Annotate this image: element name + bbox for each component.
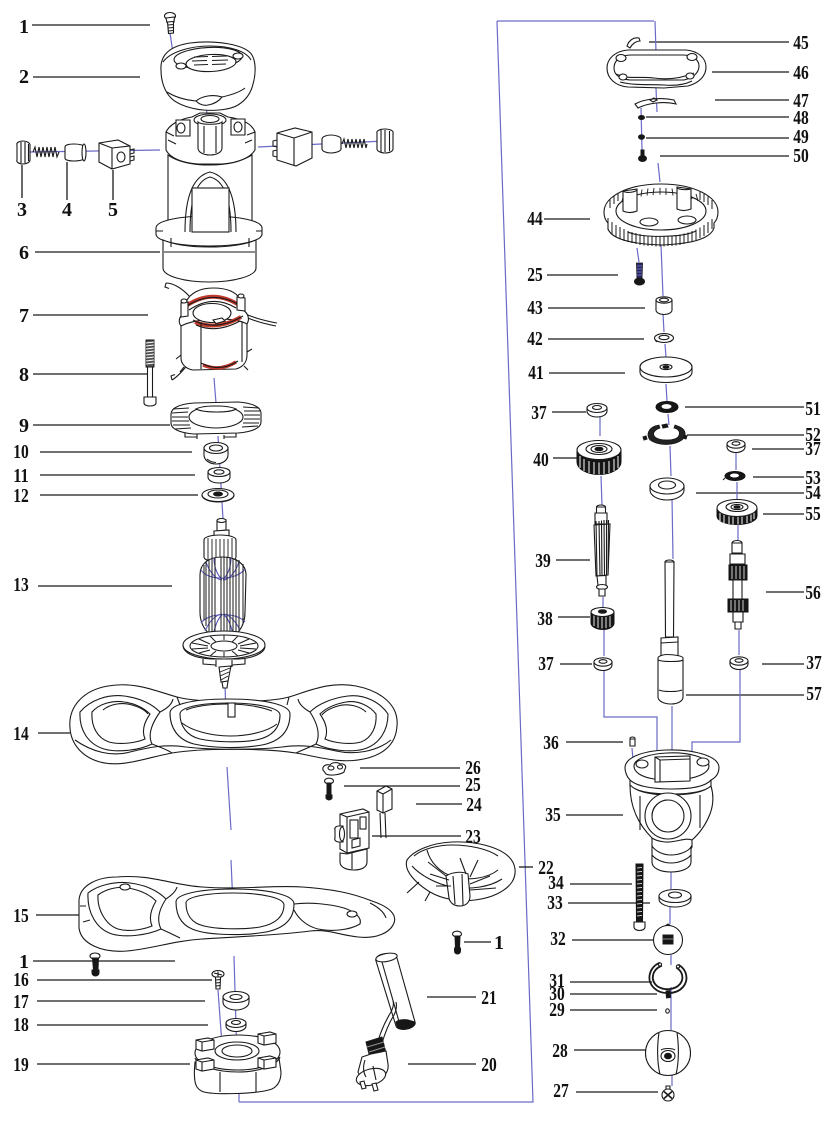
svg-text:22: 22 (538, 857, 554, 879)
svg-text:12: 12 (13, 485, 29, 507)
svg-text:37: 37 (806, 652, 822, 674)
svg-text:14: 14 (13, 723, 29, 745)
svg-text:43: 43 (527, 297, 543, 319)
svg-text:46: 46 (793, 62, 809, 84)
svg-text:38: 38 (537, 608, 553, 630)
svg-text:37: 37 (531, 402, 547, 424)
svg-text:37: 37 (538, 653, 554, 675)
svg-text:21: 21 (481, 987, 497, 1009)
svg-text:8: 8 (19, 364, 29, 386)
svg-text:54: 54 (805, 482, 821, 504)
svg-text:30: 30 (549, 983, 565, 1005)
svg-text:39: 39 (535, 550, 551, 572)
svg-text:25: 25 (465, 774, 481, 796)
svg-text:7: 7 (19, 305, 29, 327)
svg-text:32: 32 (550, 928, 566, 950)
svg-text:34: 34 (548, 872, 564, 894)
svg-text:17: 17 (13, 991, 29, 1013)
svg-text:28: 28 (552, 1040, 568, 1062)
svg-text:11: 11 (13, 465, 29, 487)
svg-text:6: 6 (19, 242, 29, 264)
svg-text:45: 45 (793, 32, 809, 54)
svg-text:31: 31 (549, 970, 565, 992)
svg-text:52: 52 (805, 424, 821, 446)
svg-text:24: 24 (466, 794, 482, 816)
svg-text:19: 19 (13, 1054, 29, 1076)
svg-text:57: 57 (806, 683, 822, 705)
svg-text:35: 35 (545, 804, 561, 826)
svg-text:36: 36 (543, 732, 559, 754)
svg-text:4: 4 (62, 199, 72, 221)
svg-text:2: 2 (19, 66, 29, 88)
svg-text:48: 48 (793, 107, 809, 129)
svg-text:44: 44 (527, 208, 543, 230)
svg-text:33: 33 (547, 892, 563, 914)
svg-text:10: 10 (13, 441, 29, 463)
svg-text:1: 1 (19, 16, 29, 38)
svg-text:41: 41 (528, 362, 544, 384)
svg-text:50: 50 (793, 145, 809, 167)
svg-text:53: 53 (805, 467, 821, 489)
svg-text:49: 49 (793, 126, 809, 148)
svg-text:42: 42 (527, 328, 543, 350)
svg-text:9: 9 (19, 415, 29, 437)
svg-text:37: 37 (805, 438, 821, 460)
svg-text:40: 40 (533, 449, 549, 471)
svg-text:27: 27 (553, 1080, 569, 1102)
svg-text:1: 1 (494, 932, 504, 954)
svg-text:25: 25 (527, 264, 543, 286)
svg-text:1: 1 (19, 951, 29, 973)
svg-text:20: 20 (481, 1054, 497, 1076)
svg-text:55: 55 (805, 503, 821, 525)
svg-text:15: 15 (13, 905, 29, 927)
svg-text:5: 5 (108, 199, 118, 221)
svg-text:47: 47 (793, 90, 809, 112)
svg-text:3: 3 (17, 199, 27, 221)
svg-text:26: 26 (465, 757, 481, 779)
svg-text:56: 56 (805, 582, 821, 604)
svg-text:18: 18 (13, 1014, 29, 1036)
svg-text:13: 13 (13, 574, 29, 596)
svg-text:29: 29 (549, 999, 565, 1021)
svg-text:16: 16 (13, 969, 29, 991)
svg-text:51: 51 (805, 398, 821, 420)
